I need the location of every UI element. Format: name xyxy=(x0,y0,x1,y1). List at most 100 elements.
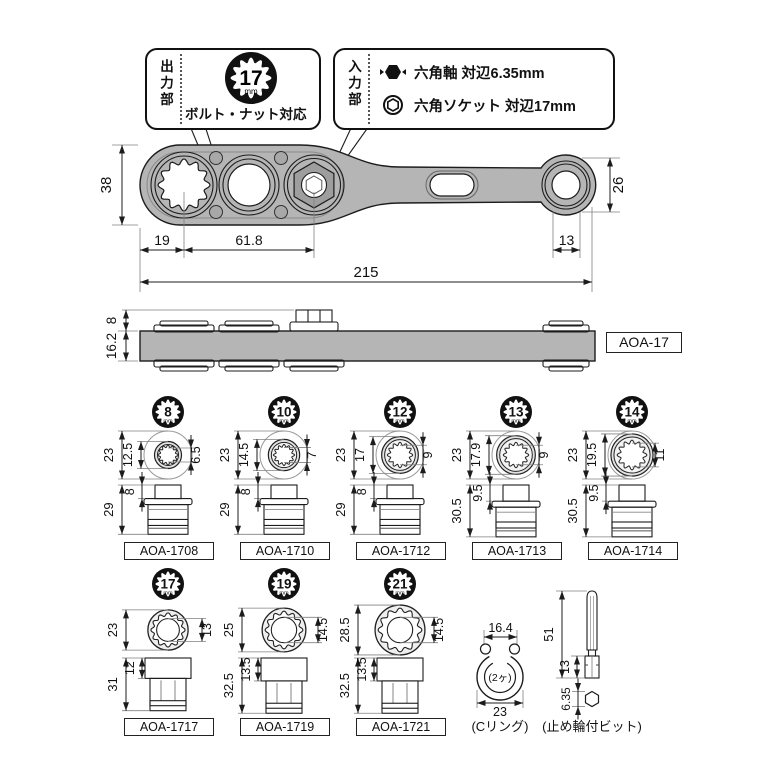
dim-arrow xyxy=(119,525,125,535)
socket-side-tip xyxy=(618,484,646,502)
dim-arrow xyxy=(370,436,376,446)
dim-arrow xyxy=(255,672,261,681)
badge-unit-text: mm xyxy=(279,591,289,597)
socket-side-tip xyxy=(386,484,414,500)
callout-divider xyxy=(180,54,182,124)
dimension-value: 23 xyxy=(217,448,232,462)
dim-arrow xyxy=(119,485,125,494)
dimension-value: 30.5 xyxy=(449,498,464,523)
dim-arrow xyxy=(184,247,193,253)
dim-arrow xyxy=(255,498,261,508)
dim-arrow xyxy=(123,331,129,340)
dimension-value: 13 xyxy=(200,623,214,637)
dimension-value: 9 xyxy=(537,451,551,458)
socket-side-body xyxy=(265,680,303,714)
dim-arrow xyxy=(304,462,310,472)
boss-ring-bottom xyxy=(289,365,339,372)
boss-ring xyxy=(218,359,280,368)
dim-arrow xyxy=(119,216,125,225)
hex-shaft-icon xyxy=(380,65,406,79)
dimension-value: 17 xyxy=(353,448,367,462)
dim-arrow xyxy=(355,704,361,714)
dim-arrow xyxy=(235,485,241,494)
socket-side-flange xyxy=(259,498,309,506)
dim-arrow xyxy=(536,436,542,446)
middle-ring-outer xyxy=(218,154,280,216)
dimension-value: 6.35 xyxy=(559,687,573,711)
dimension-value: 38 xyxy=(98,177,115,194)
boss-ring xyxy=(153,359,215,368)
boss-ring-bottom xyxy=(224,365,274,372)
dim-arrow xyxy=(371,476,377,485)
socket-dark-band xyxy=(265,702,303,709)
wrench-side-view: 816.2 xyxy=(104,309,596,372)
dimension-value: 8 xyxy=(104,317,119,325)
dim-arrow xyxy=(239,658,245,667)
rivet-hole xyxy=(274,151,288,165)
dim-arrow xyxy=(431,634,437,643)
handle-slot-outer xyxy=(425,170,479,200)
part-number-label: AOA-1717 xyxy=(124,718,214,736)
bit-hex-symbol xyxy=(584,690,600,708)
socket-hole xyxy=(156,618,180,642)
dimension-value: 23 xyxy=(565,448,580,462)
dim-arrow xyxy=(355,646,361,655)
dim-arrow xyxy=(420,464,426,474)
dimension-value: 31 xyxy=(105,677,120,691)
dim-arrow xyxy=(467,470,473,479)
socket-opening xyxy=(272,443,296,467)
dim-arrow xyxy=(371,498,377,508)
socket-side-flange xyxy=(143,498,193,506)
boss-ring-bottom xyxy=(548,365,584,372)
callout-input-section: 入力部 六角軸 対辺6.35mm 六角ソケット 対辺17mm xyxy=(333,48,615,130)
dim-arrow xyxy=(123,310,129,319)
dimension-value: 61.8 xyxy=(235,232,262,248)
dimension-value: 28.5 xyxy=(337,617,352,642)
output-caption: ボルト・ナット対応 xyxy=(185,107,307,122)
badge-size-text: 17 xyxy=(160,577,175,592)
dimension-value: 32.5 xyxy=(221,673,236,698)
dim-arrow xyxy=(139,658,145,667)
boss-ring xyxy=(218,324,280,333)
dim-arrow xyxy=(553,247,562,253)
socket-side-tip xyxy=(376,657,424,682)
dim-arrow xyxy=(559,669,565,678)
dimension-value: 9 xyxy=(421,451,435,458)
dimension-value: 26 xyxy=(610,177,627,194)
wrench-top-view xyxy=(139,144,597,226)
socket-dark-band xyxy=(149,700,187,707)
socket-side-flange xyxy=(375,498,425,506)
dim-arrow xyxy=(574,656,580,665)
dim-arrow xyxy=(351,485,357,494)
dim-arrow xyxy=(119,431,125,440)
dimension-value: 19.5 xyxy=(585,443,599,467)
hex-shaft-text: 六角軸 対辺6.35mm xyxy=(414,65,545,82)
bit-caption: (止め輪付ビット) xyxy=(542,719,642,734)
bit-shaft xyxy=(586,590,598,651)
dimension-value: 13 xyxy=(559,232,575,248)
dim-arrow xyxy=(514,700,523,706)
middle-ring xyxy=(222,158,276,212)
badge-rosette xyxy=(271,399,297,425)
dim-arrow xyxy=(603,476,609,485)
socket-opening xyxy=(157,444,179,466)
badge-unit-text: mm xyxy=(163,591,173,597)
dim-arrow xyxy=(575,706,581,715)
boss-ring-top xyxy=(548,320,584,327)
socket-hole xyxy=(386,616,414,644)
dimension-value: 25 xyxy=(221,623,236,637)
badge-unit-text: mm xyxy=(511,419,521,425)
dim-arrow xyxy=(355,605,361,614)
rivet-hole xyxy=(274,205,288,219)
dim-arrow xyxy=(607,203,613,212)
dim-arrow xyxy=(254,439,260,448)
boss-ring-top xyxy=(224,320,274,327)
dim-arrow xyxy=(123,658,129,667)
dim-arrow xyxy=(119,470,125,479)
